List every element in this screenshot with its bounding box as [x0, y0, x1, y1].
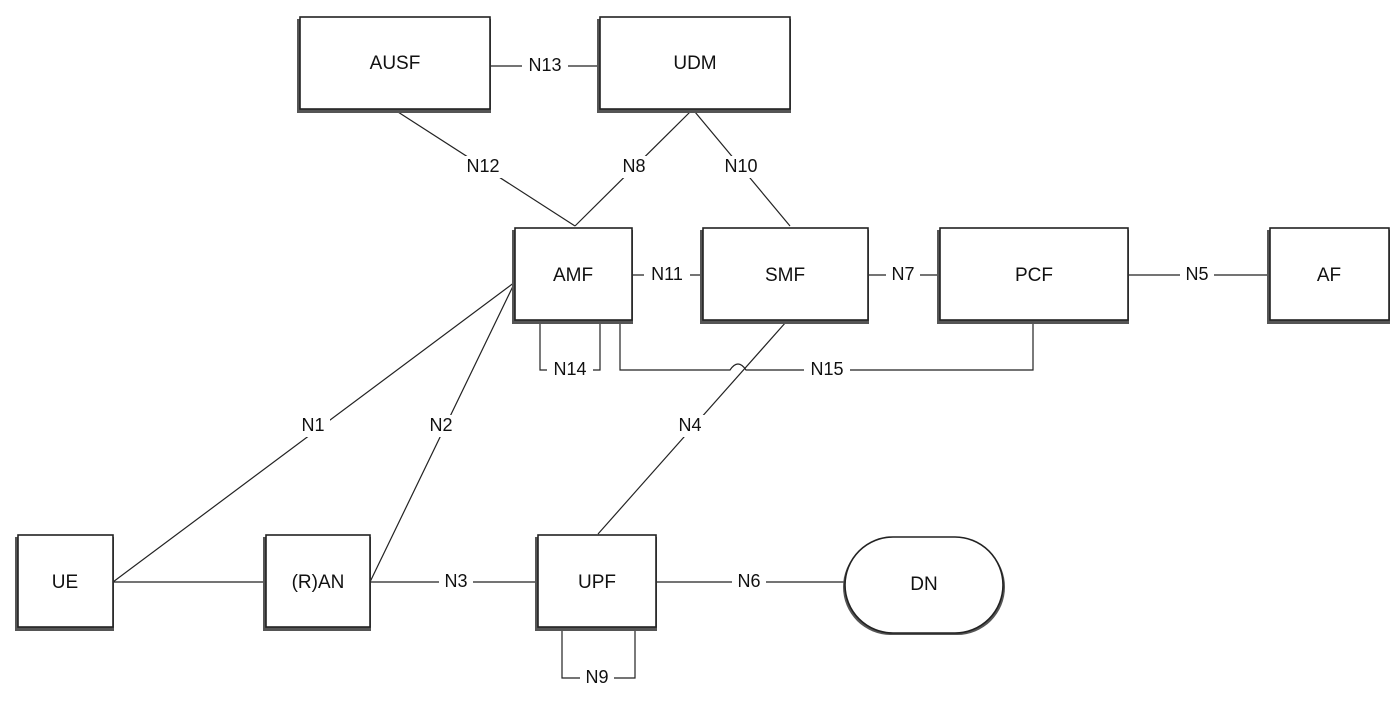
node-af-label: AF [1317, 265, 1341, 286]
iface-n12: N12 [466, 156, 499, 176]
node-upf[interactable]: UPF [535, 534, 657, 631]
node-smf[interactable]: SMF [700, 227, 869, 324]
iface-n6: N6 [737, 571, 760, 591]
iface-n8: N8 [622, 156, 645, 176]
node-ue[interactable]: UE [15, 534, 114, 631]
node-ausf-label: AUSF [370, 53, 421, 74]
iface-n11: N11 [651, 264, 683, 284]
node-ran[interactable]: (R)AN [263, 534, 371, 631]
node-dn-label: DN [910, 574, 937, 595]
node-dn[interactable]: DN [843, 536, 1005, 635]
interface-labels: N13 N12 N8 N10 N11 N7 N5 N14 N15 N1 N2 N… [296, 55, 1214, 689]
iface-n2: N2 [429, 415, 452, 435]
iface-n10: N10 [724, 156, 757, 176]
node-ausf[interactable]: AUSF [297, 16, 491, 113]
iface-n4: N4 [678, 415, 701, 435]
node-upf-label: UPF [578, 572, 616, 593]
node-af[interactable]: AF [1267, 227, 1390, 324]
node-udm[interactable]: UDM [597, 16, 791, 113]
link-amf-pcf [619, 322, 1034, 371]
iface-n15: N15 [810, 359, 843, 379]
iface-n14: N14 [553, 359, 586, 379]
node-smf-label: SMF [765, 265, 805, 286]
iface-n7: N7 [891, 264, 914, 284]
node-ran-label: (R)AN [292, 572, 345, 593]
iface-n9: N9 [585, 667, 608, 687]
node-amf[interactable]: AMF [512, 227, 633, 324]
node-pcf[interactable]: PCF [937, 227, 1129, 324]
iface-n13: N13 [528, 55, 561, 75]
node-amf-label: AMF [553, 265, 593, 286]
node-ue-label: UE [52, 572, 78, 593]
iface-n5: N5 [1185, 264, 1208, 284]
node-udm-label: UDM [673, 53, 716, 74]
node-pcf-label: PCF [1015, 265, 1053, 286]
iface-n1: N1 [301, 415, 324, 435]
iface-n3: N3 [444, 571, 467, 591]
